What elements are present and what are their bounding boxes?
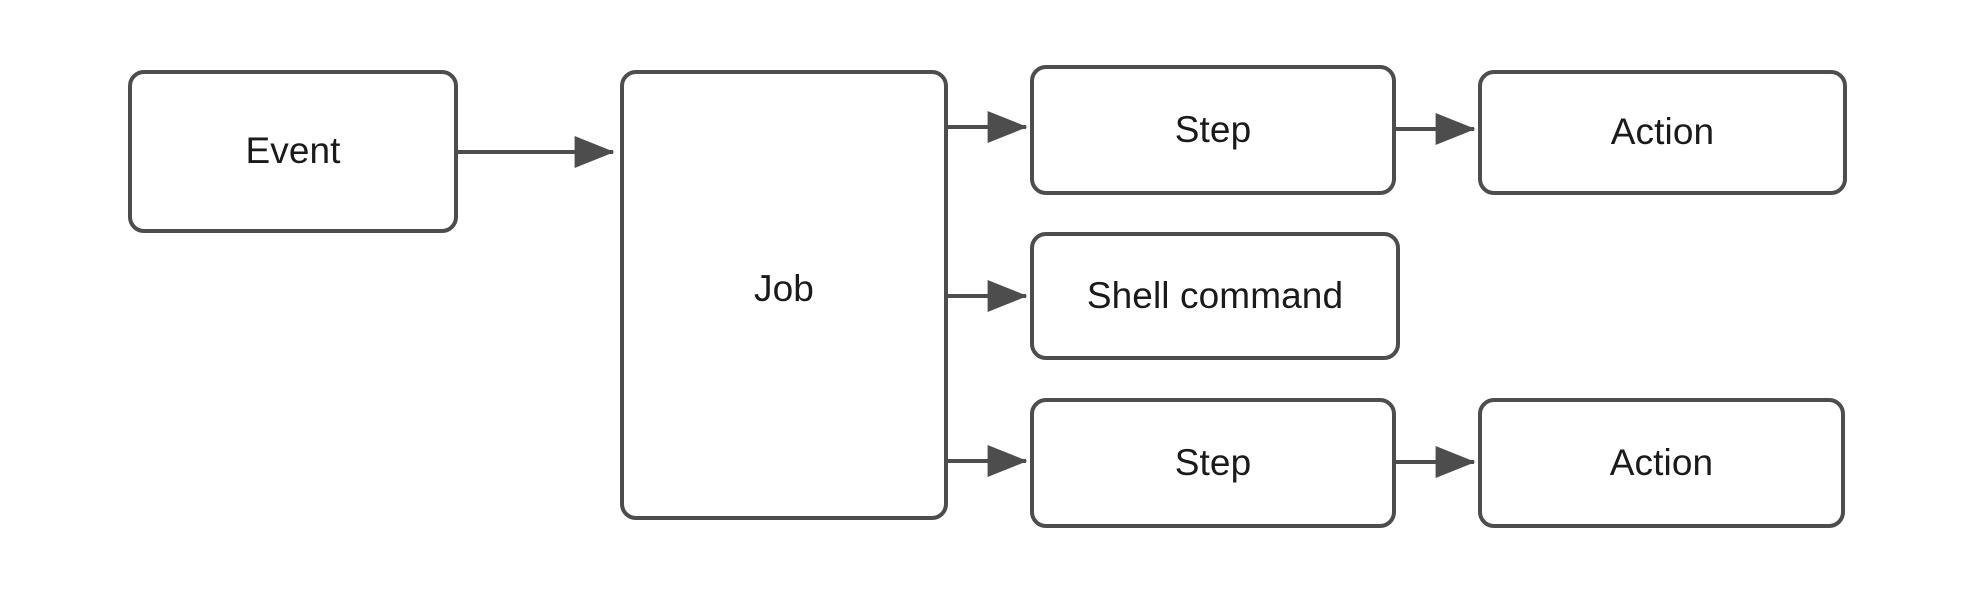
node-action-bottom-label: Action [1609, 441, 1714, 483]
node-action-top-label: Action [1610, 111, 1715, 153]
node-step-top-label: Step [1174, 108, 1252, 150]
node-action-top[interactable]: Action [1478, 70, 1847, 195]
node-job-label: Job [754, 267, 814, 309]
node-event-label: Event [245, 130, 341, 172]
node-step-bottom-label: Step [1174, 441, 1252, 483]
node-shell-command-label: Shell command [1086, 274, 1344, 316]
node-job[interactable]: Job [620, 70, 948, 520]
node-event[interactable]: Event [128, 70, 458, 233]
node-shell-command[interactable]: Shell command [1030, 232, 1400, 360]
node-step-top[interactable]: Step [1030, 65, 1396, 195]
node-action-bottom[interactable]: Action [1478, 398, 1845, 528]
node-step-bottom[interactable]: Step [1030, 398, 1396, 528]
